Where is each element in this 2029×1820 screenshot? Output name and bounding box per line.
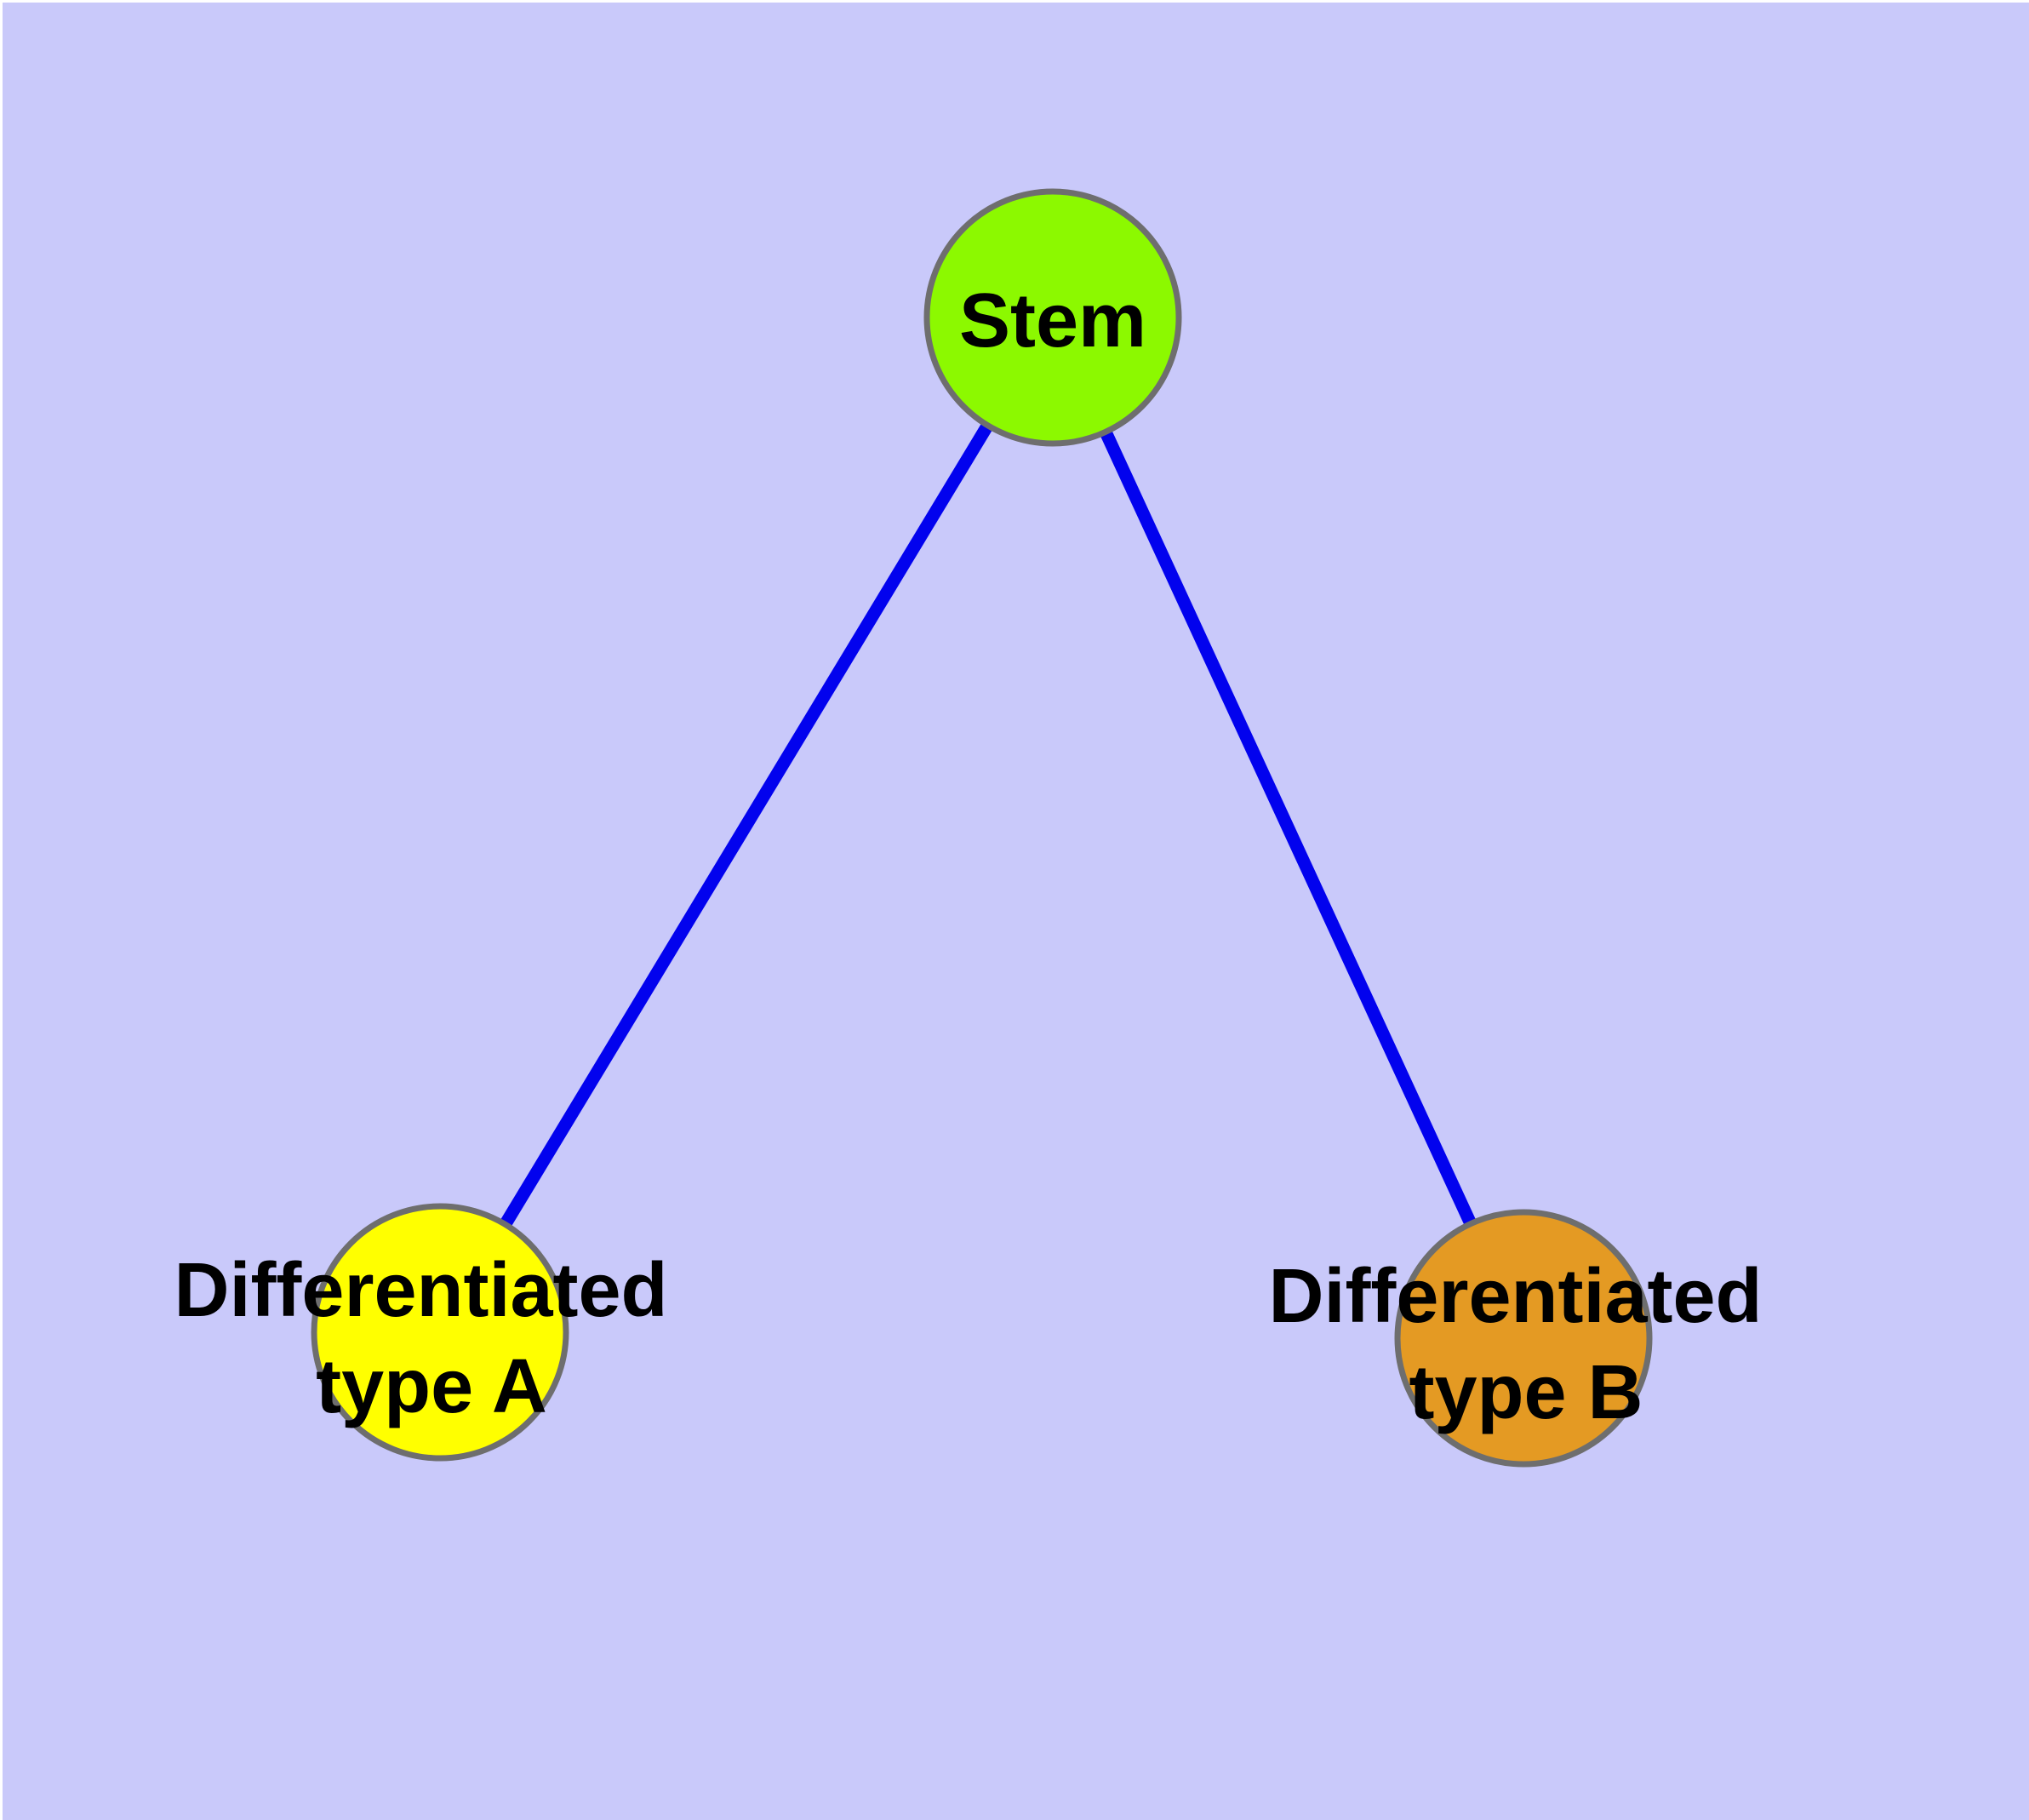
node-differentiated-type-b-circle [1394,1209,1653,1468]
node-stem-label: Stem [959,278,1146,363]
edge-stem-to-differentiated-type-a [434,314,1059,1336]
node-differentiated-type-b-label: Differentiated type B [1268,1254,1783,1435]
node-differentiated-type-b-label-line1: Differentiated [1268,1254,1762,1339]
node-differentiated-type-a-label-line2: type A [316,1344,547,1429]
node-differentiated-type-a-circle [311,1203,569,1462]
node-differentiated-type-a-label-line1: Differentiated [174,1248,667,1333]
node-differentiated-type-b-label-line2: type B [1409,1350,1643,1435]
node-stem-circle [923,188,1182,447]
node-differentiated-type-a-label: Differentiated type A [174,1248,689,1429]
edge-stem-to-differentiated-type-b [1047,314,1529,1342]
